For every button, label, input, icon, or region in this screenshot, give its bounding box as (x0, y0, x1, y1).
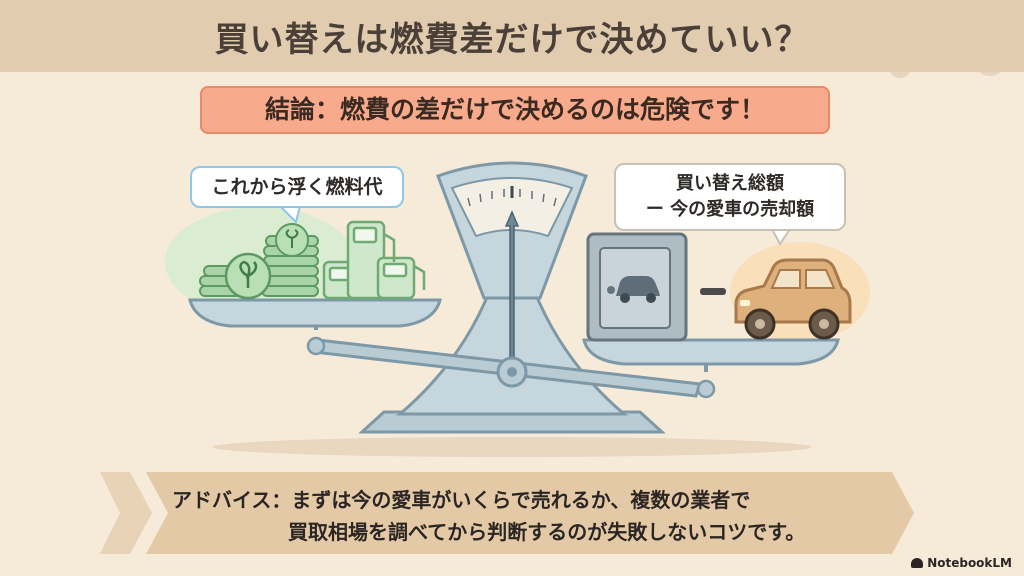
advice-banner (100, 472, 914, 554)
title-band (0, 0, 1024, 72)
fuel-pump-icon (322, 220, 426, 300)
coin-stack-icon (199, 223, 319, 300)
brand-label: NotebookLM (927, 556, 1012, 570)
net-cost-line-1: 買い替え総額 (676, 173, 784, 194)
net-cost-line-2: ー 今の愛車の売却額 (645, 199, 815, 220)
minus-icon (700, 288, 726, 295)
advice-line-1: アドバイス：まずは今の愛車がいくらで売れるか、複数の業者で (172, 488, 751, 512)
notebook-icon (911, 558, 924, 568)
speech-bubble-fuel-savings: これから浮く燃料代 (190, 166, 404, 208)
page-title: 買い替えは燃費差だけで決めていい？ (214, 20, 810, 60)
conclusion-box: 結論：燃費の差だけで決めるのは危険です！ (200, 86, 830, 134)
safe-icon (586, 232, 688, 342)
advice-line-2: 買取相場を調べてから判断するのが失敗しないコツです。 (288, 520, 806, 544)
brand-watermark: NotebookLM (911, 556, 1012, 570)
speech-bubble-net-cost: 買い替え総額 ー 今の愛車の売却額 (614, 163, 846, 231)
car-icon-small (616, 276, 660, 303)
advice-text: アドバイス：まずは今の愛車がいくらで売れるか、複数の業者で 買取相場を調べてから… (100, 472, 930, 554)
car-icon (734, 258, 852, 340)
scale-icon (188, 161, 840, 434)
